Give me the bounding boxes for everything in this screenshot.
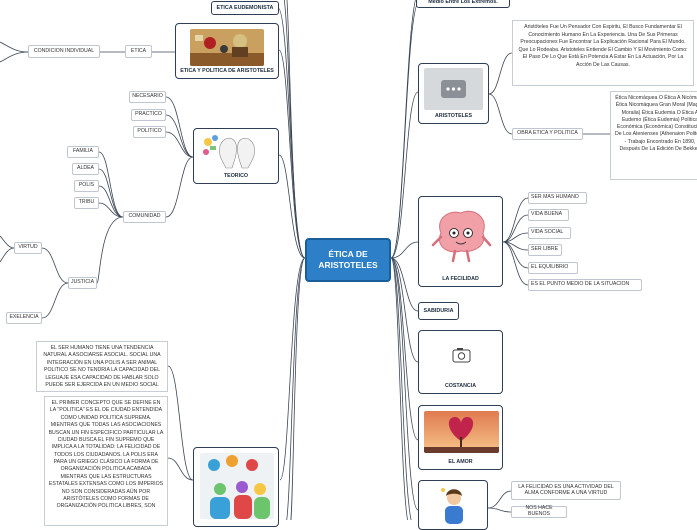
- amor-node[interactable]: EL AMOR: [418, 405, 503, 470]
- virtud-topic-node[interactable]: [418, 480, 488, 530]
- etica-node[interactable]: ETICA: [125, 45, 152, 58]
- amor-title: EL AMOR: [448, 459, 473, 465]
- felicidad-title: LA FECILIDAD: [442, 276, 479, 282]
- etica-politica-node[interactable]: ETICA Y POLITICA DE ARISTOTELES: [175, 23, 279, 79]
- felicidad-item-5[interactable]: EL EQUILIBRIO: [528, 262, 578, 274]
- teorico-image: [198, 132, 276, 172]
- aldea-node[interactable]: ALDEA: [72, 163, 99, 175]
- costancia-image: [425, 336, 498, 376]
- polis-node[interactable]: POLIS: [74, 180, 99, 192]
- felicidad-item-2[interactable]: VIDA BUENA: [528, 209, 569, 221]
- aristoteles-description[interactable]: Aristóteles Fue Un Pensador Con Espiritu…: [512, 20, 694, 86]
- necesario-node[interactable]: NECESARIO: [129, 91, 166, 103]
- obras-list[interactable]: Ética Nicomáquea O Ética A Nicómaco Étic…: [610, 91, 697, 180]
- aristoteles-image: [424, 68, 483, 110]
- sabiduria-node[interactable]: SABIDURIA: [418, 302, 459, 320]
- teorico-title: TEORICO: [223, 173, 249, 179]
- primer-concepto-paragraph[interactable]: EL PRIMER CONCEPTO QUE SE DEFINE EN LA "…: [44, 396, 168, 526]
- justicia-node[interactable]: JUSTICIA: [68, 277, 97, 289]
- excelencia-node[interactable]: EXELENCIA: [6, 312, 42, 324]
- central-topic[interactable]: ÉTICA DE ARISTOTELES: [305, 238, 391, 282]
- teorico-node[interactable]: TEORICO: [193, 128, 279, 184]
- costancia-node[interactable]: COSTANCIA: [418, 330, 503, 394]
- etica-politica-title: ETICA Y POLITICA DE ARISTOTELES: [180, 68, 274, 74]
- nos-hace-buenos-node[interactable]: NOS HACE BUENOS: [511, 505, 567, 518]
- aristoteles-title: ARISTOTELES: [435, 113, 472, 119]
- obra-etica-politica-node[interactable]: OBRA ETICA Y POLITICA: [512, 128, 583, 140]
- asociacion-image: [200, 453, 274, 519]
- practico-node[interactable]: PRACTICO: [131, 109, 166, 121]
- felicidad-item-1[interactable]: SER MAS HUMANO: [528, 192, 587, 204]
- brain-image: [427, 203, 496, 270]
- costancia-title: COSTANCIA: [444, 383, 477, 389]
- asociacion-node[interactable]: [193, 447, 279, 527]
- virtud-node[interactable]: VIRTUD: [14, 242, 42, 254]
- etica-politica-image: [190, 29, 264, 66]
- felicidad-item-6[interactable]: ES EL PUNTO MEDIO DE LA SITUACION: [528, 279, 642, 291]
- felicidad-node[interactable]: LA FECILIDAD: [418, 196, 503, 287]
- familia-node[interactable]: FAMILIA: [67, 146, 99, 158]
- virtud-image: [425, 484, 483, 524]
- felicidad-item-4[interactable]: SER LIBRE: [528, 244, 562, 256]
- felicidad-item-3[interactable]: VIDA SOCIAL: [528, 227, 571, 239]
- comunidad-node[interactable]: COMUNIDAD: [123, 211, 166, 223]
- ser-humano-paragraph[interactable]: EL SER HUMANO TIENE UNA TENDENCIA NATURA…: [36, 341, 168, 392]
- condicion-individual-node[interactable]: CONDICION INDIVIDUAL: [28, 45, 100, 58]
- tribu-node[interactable]: TRIBU: [74, 197, 99, 209]
- politico-node[interactable]: POLITICO: [133, 126, 166, 138]
- actividad-alma-node[interactable]: LA FELICIDAD ES UNA ACTIVIDAD DEL ALMA C…: [511, 481, 621, 500]
- etica-eudemonista-node[interactable]: ETICA EUDEMONISTA: [211, 1, 279, 15]
- amor-image: [424, 411, 499, 453]
- aristoteles-node[interactable]: ARISTOTELES: [418, 63, 489, 124]
- medio-extremos-node[interactable]: Medio Entre Los Extremos.: [416, 0, 510, 8]
